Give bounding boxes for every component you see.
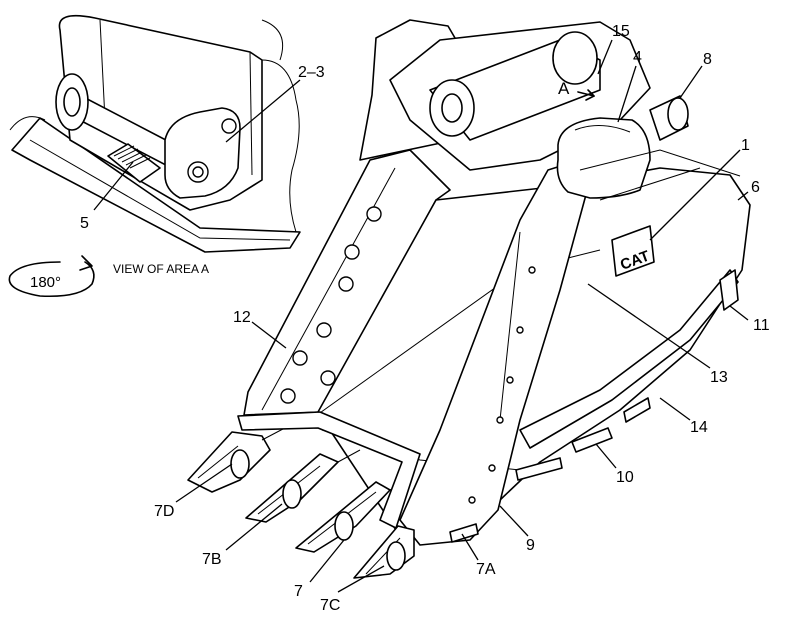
bucket-teeth (187, 419, 415, 579)
inset-caption: VIEW OF AREA A (113, 262, 209, 276)
callout-11: 11 (753, 317, 770, 334)
callout-2-3: 2–3 (298, 64, 325, 81)
callout-5: 5 (80, 215, 89, 232)
callout-6: 6 (751, 179, 760, 196)
callout-7: 7 (294, 583, 303, 600)
callout-10: 10 (616, 469, 634, 486)
bucket-drawing: CAT (187, 19, 751, 579)
callout-15: 15 (612, 23, 630, 40)
inset-view-area-a (9, 14, 301, 253)
callout-12: 12 (233, 309, 251, 326)
rotation-label: 180° (30, 274, 61, 291)
callout-leaders (93, 39, 749, 593)
area-a-marker: A (558, 79, 570, 98)
callout-7a: 7A (476, 561, 496, 578)
callout-7b: 7B (202, 551, 222, 568)
callout-13: 13 (710, 369, 728, 386)
callout-4: 4 (633, 49, 642, 66)
callout-8: 8 (703, 51, 712, 68)
callout-14: 14 (690, 419, 708, 436)
rotation-arrow-icon (8, 255, 95, 298)
callout-7d: 7D (154, 503, 174, 520)
callout-1: 1 (741, 137, 750, 154)
callout-7c: 7C (320, 597, 340, 614)
callout-9: 9 (526, 537, 535, 554)
